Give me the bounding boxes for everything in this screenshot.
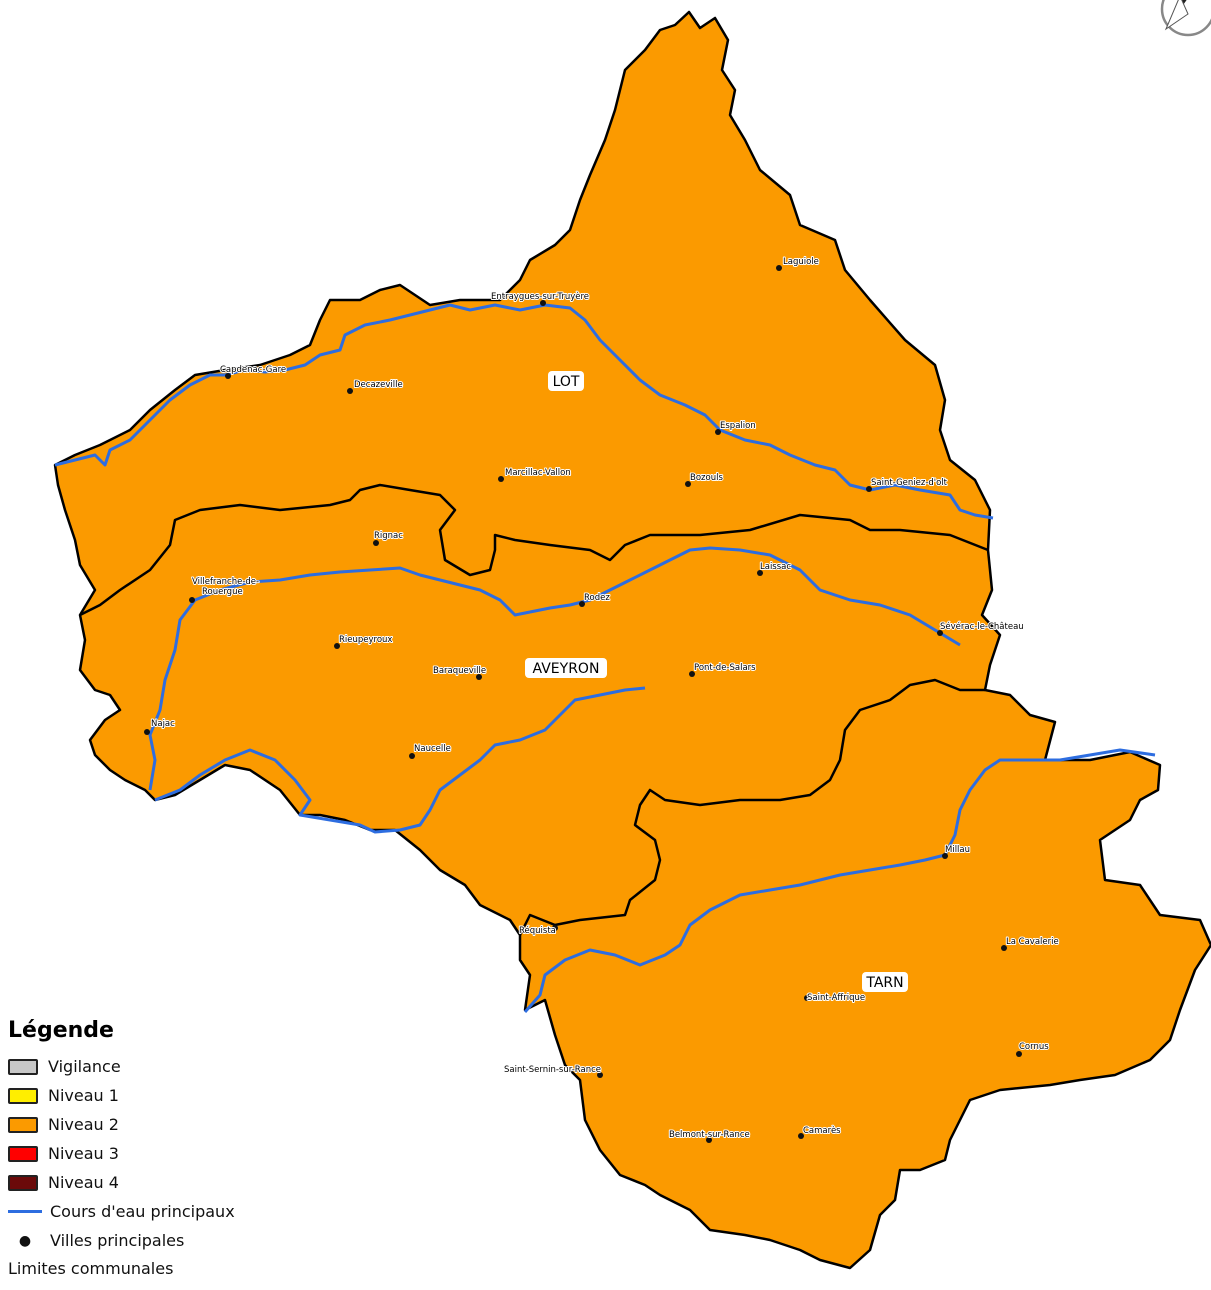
- city-dot: [409, 753, 415, 759]
- city-label: Naucelle: [414, 744, 451, 754]
- swatch-niveau-1: [8, 1087, 38, 1104]
- city-label: Belmont-sur-Rance: [669, 1130, 750, 1140]
- city-label: Baraqueville: [433, 666, 486, 676]
- swatch-vigilance: [8, 1058, 38, 1075]
- zone-label: LOT: [553, 374, 580, 390]
- city-dot: [798, 1133, 804, 1139]
- city-dot: [334, 643, 340, 649]
- city-label: Rouergue: [202, 587, 243, 597]
- department-area: [53, 10, 1211, 1270]
- legend-footer: Limites communales: [8, 1259, 174, 1278]
- city-label: La Cavalerie: [1006, 937, 1059, 947]
- city-dot: [689, 671, 695, 677]
- city-label: Saint-Sernin-sur-Rance: [504, 1065, 601, 1075]
- city-dot: [937, 630, 943, 636]
- city-dot: [757, 570, 763, 576]
- legend-label: Cours d'eau principaux: [50, 1202, 235, 1221]
- legend-item-niveau-1: Niveau 1: [8, 1081, 308, 1110]
- city-dot: [776, 265, 782, 271]
- zone-label-background: [862, 972, 908, 992]
- legend-label: Villes principales: [50, 1231, 185, 1250]
- legend-label: Niveau 1: [48, 1086, 119, 1105]
- legend-label: Niveau 3: [48, 1144, 119, 1163]
- city-label: Pont-de-Salars: [694, 663, 756, 673]
- city-dot: [373, 540, 379, 546]
- city-dot: [189, 597, 195, 603]
- city-dot: [225, 373, 231, 379]
- city-label: Saint-Geniez-d'olt: [871, 478, 948, 488]
- city-label: Rodez: [584, 593, 610, 603]
- city-dot: [1001, 945, 1007, 951]
- city-dot: [685, 481, 691, 487]
- city-dot-icon: ●: [18, 1232, 32, 1249]
- river-aveyron: [148, 546, 961, 791]
- city-label: Millau: [945, 845, 970, 855]
- zone-label: AVEYRON: [533, 661, 600, 677]
- city-label: Rignac: [374, 531, 403, 541]
- city-label: Villefranche-de-: [192, 577, 259, 587]
- city-dot: [498, 476, 504, 482]
- legend-label: Niveau 4: [48, 1173, 119, 1192]
- legend-item-rivers: Cours d'eau principaux: [8, 1197, 308, 1226]
- swatch-niveau-2: [8, 1116, 38, 1133]
- swatch-niveau-3: [8, 1145, 38, 1162]
- city-label: Marcillac-Vallon: [505, 468, 571, 478]
- north-arrow-icon: [1160, 0, 1211, 37]
- city-dot: [347, 388, 353, 394]
- city-label: Laissac: [760, 562, 791, 572]
- legend-item-niveau-4: Niveau 4: [8, 1168, 308, 1197]
- city-dot: [1016, 1051, 1022, 1057]
- legend-label: Vigilance: [48, 1057, 121, 1076]
- zone-border-aveyron-tarn: [518, 678, 985, 936]
- legend: Légende Vigilance Niveau 1 Niveau 2 Nive…: [8, 1018, 308, 1278]
- city-label: Réquista: [519, 925, 556, 936]
- city-dot: [597, 1072, 603, 1078]
- city-dot: [804, 995, 810, 1001]
- zone-label-background: [525, 658, 607, 678]
- river-line-icon: [8, 1210, 42, 1213]
- legend-item-niveau-3: Niveau 3: [8, 1139, 308, 1168]
- city-label: Espalion: [720, 421, 756, 431]
- city-dot: [552, 925, 558, 931]
- river-tarn: [523, 748, 1156, 1013]
- city-label: Laguiole: [783, 257, 819, 267]
- city-dot: [706, 1137, 712, 1143]
- zone-label: TARN: [865, 975, 903, 991]
- city-label: Entraygues-sur-Truyère: [491, 291, 589, 302]
- city-label: Sévérac-le-Château: [940, 621, 1024, 632]
- river-viaur: [154, 686, 646, 834]
- river-lot: [54, 303, 994, 520]
- zone-label-background: [548, 371, 584, 391]
- zone-border-lot-aveyron: [79, 483, 989, 617]
- city-label: Najac: [151, 719, 175, 729]
- city-dot: [144, 729, 150, 735]
- legend-item-niveau-2: Niveau 2: [8, 1110, 308, 1139]
- city-label: Camarès: [803, 1125, 841, 1136]
- city-dot: [866, 486, 872, 492]
- city-dot: [942, 853, 948, 859]
- city-dot: [476, 674, 482, 680]
- city-label: Rieupeyroux: [339, 635, 392, 645]
- legend-item-cities: ● Villes principales: [8, 1226, 308, 1255]
- city-label: Capdenac-Gare: [220, 365, 286, 375]
- legend-title: Légende: [8, 1018, 114, 1043]
- swatch-niveau-4: [8, 1174, 38, 1191]
- city-dot: [579, 601, 585, 607]
- city-label: Cornus: [1019, 1042, 1049, 1052]
- legend-item-vigilance: Vigilance: [8, 1052, 308, 1081]
- city-label: Bozouls: [690, 473, 723, 483]
- city-label: Decazeville: [354, 380, 403, 390]
- legend-label: Niveau 2: [48, 1115, 119, 1134]
- city-dot: [715, 429, 721, 435]
- city-dot: [540, 300, 546, 306]
- city-label: Saint-Affrique: [807, 993, 865, 1003]
